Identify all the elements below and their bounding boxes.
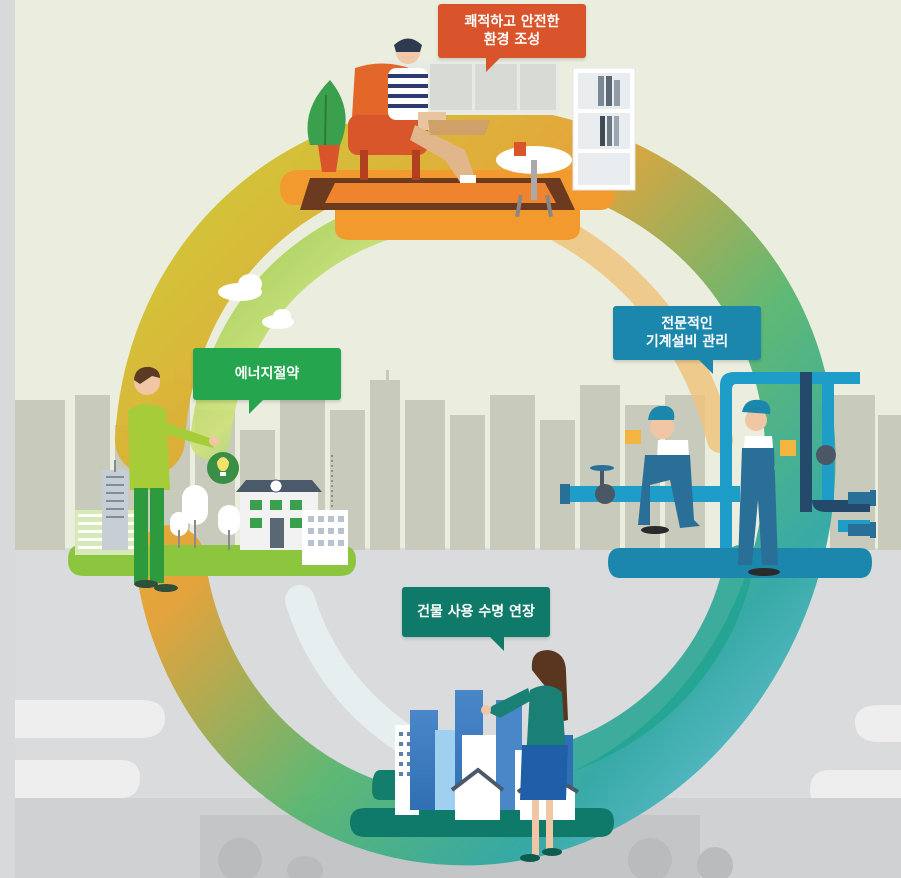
lifespan-extension-label: 건물 사용 수명 연장	[417, 604, 535, 620]
building-lifespan-scene	[350, 650, 614, 862]
bubble-tail	[486, 56, 502, 72]
lifespan-extension-bubble: 건물 사용 수명 연장	[402, 587, 550, 651]
bubble-tail	[697, 358, 713, 374]
energy-saving-label: 에너지절약	[234, 366, 300, 382]
comfort-environment-bubble: 쾌적하고 안전한 환경 조성	[438, 4, 586, 72]
clouds	[218, 274, 294, 329]
bubble-tail	[488, 635, 504, 651]
living-room-scene	[280, 38, 636, 240]
comfort-environment-label: 쾌적하고 안전한 환경 조성	[464, 14, 560, 48]
expert-management-label: 전문적인 기계설비 관리	[645, 316, 729, 350]
energy-saving-scene	[68, 366, 356, 592]
left-border-strip	[0, 0, 15, 878]
energy-saving-bubble: 에너지절약	[193, 348, 341, 414]
expert-management-bubble: 전문적인 기계설비 관리	[613, 306, 761, 374]
maintenance-scene	[560, 372, 876, 578]
bubble-tail	[249, 398, 265, 414]
